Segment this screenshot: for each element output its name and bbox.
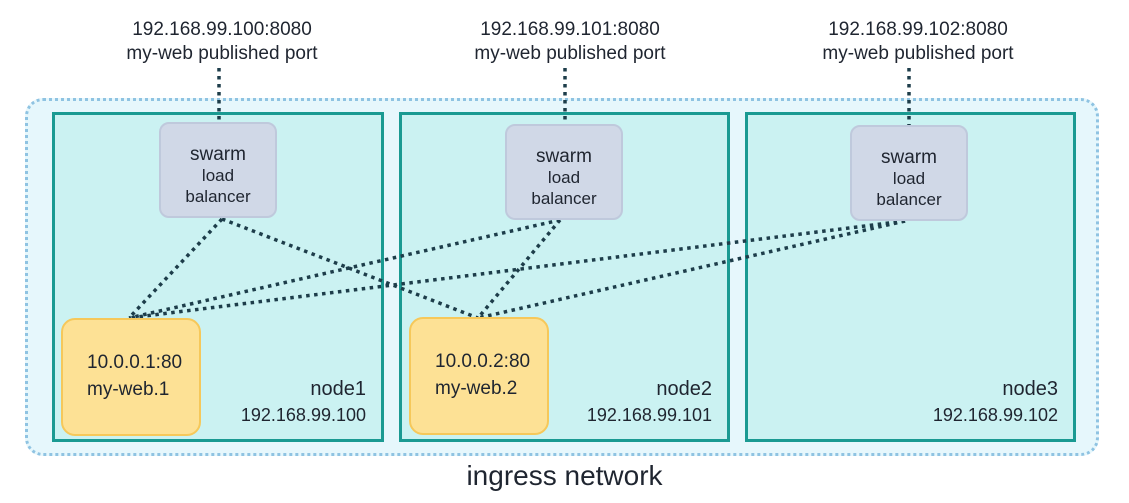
node1-ip: 192.168.99.100 xyxy=(240,405,366,425)
port-description: my-web published port xyxy=(822,43,1014,64)
port-label-node3: 192.168.99.102:8080 my-web published por… xyxy=(788,18,1048,66)
lb-label-line1: swarm xyxy=(536,146,592,167)
swarm-load-balancer-node2: swarm load balancer xyxy=(505,124,623,220)
lb-label-line3: balancer xyxy=(185,187,251,206)
link-lb1-task2 xyxy=(221,217,479,320)
task-name: my-web.1 xyxy=(87,379,170,400)
node3-name: node3 xyxy=(1002,378,1058,400)
lb-label-line2: load xyxy=(892,169,926,188)
lb-label-line3: balancer xyxy=(876,190,942,209)
port-description: my-web published port xyxy=(474,43,666,64)
task-my-web-1: 10.0.0.1:80 my-web.1 xyxy=(61,318,201,436)
swarm-load-balancer-node1: swarm load balancer xyxy=(159,122,277,218)
ingress-network-label: ingress network xyxy=(466,460,663,491)
lb-label-line3: balancer xyxy=(531,189,597,208)
port-address: 192.168.99.100:8080 xyxy=(132,19,312,40)
port-label-node1: 192.168.99.100:8080 my-web published por… xyxy=(92,18,352,66)
node2-name: node2 xyxy=(656,378,712,400)
lb-label-line2: load xyxy=(201,166,235,185)
port-label-node2: 192.168.99.101:8080 my-web published por… xyxy=(440,18,700,66)
task-my-web-2: 10.0.0.2:80 my-web.2 xyxy=(409,317,549,435)
link-lb1-task1 xyxy=(127,217,224,320)
link-lb2-task1 xyxy=(128,218,561,320)
node2-ip: 192.168.99.101 xyxy=(586,405,712,425)
link-lb2-task2 xyxy=(476,218,562,320)
task-address: 10.0.0.2:80 xyxy=(435,351,531,372)
lb-label-line2: load xyxy=(547,168,581,187)
swarm-load-balancer-node3: swarm load balancer xyxy=(850,125,968,221)
link-lb3-task2 xyxy=(477,219,906,320)
port-description: my-web published port xyxy=(126,43,318,64)
node3-ip: 192.168.99.102 xyxy=(932,405,1058,425)
link-lb3-task1 xyxy=(128,219,906,320)
lb-label-line1: swarm xyxy=(190,144,246,165)
lb-label-line1: swarm xyxy=(881,147,937,168)
port-address: 192.168.99.102:8080 xyxy=(828,19,1008,40)
node1-name: node1 xyxy=(310,378,366,400)
task-name: my-web.2 xyxy=(435,378,518,399)
task-address: 10.0.0.1:80 xyxy=(87,352,183,373)
port-address: 192.168.99.101:8080 xyxy=(480,19,660,40)
